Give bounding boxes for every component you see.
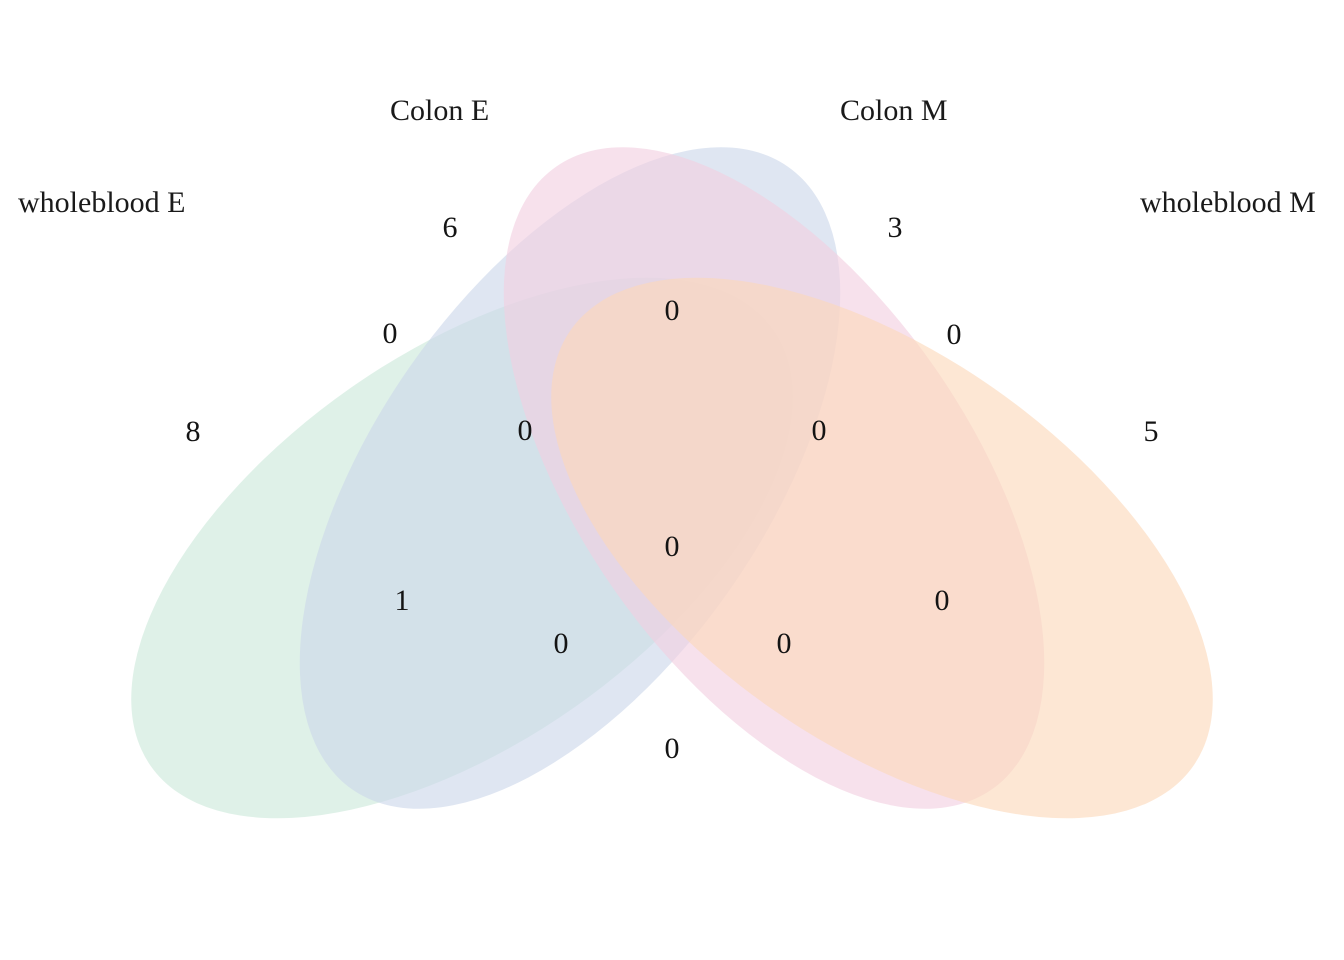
region-count-bcd: 0 bbox=[811, 414, 827, 447]
region-count-acd: 0 bbox=[553, 627, 569, 660]
region-count-b: 6 bbox=[442, 211, 458, 244]
region-count-abd: 0 bbox=[776, 627, 792, 660]
region-count-cd: 0 bbox=[946, 318, 962, 351]
region-count-ac: 1 bbox=[394, 584, 410, 617]
set-label-wholeblood-m: wholeblood M bbox=[1140, 186, 1316, 219]
region-count-abcd: 0 bbox=[664, 530, 680, 563]
region-count-ad: 0 bbox=[664, 732, 680, 765]
region-count-bd: 0 bbox=[934, 584, 950, 617]
ellipse-wholeblood-m bbox=[551, 277, 1213, 819]
set-label-wholeblood-e: wholeblood E bbox=[18, 186, 186, 219]
region-count-bc: 0 bbox=[664, 294, 680, 327]
region-count-d: 5 bbox=[1143, 415, 1159, 448]
region-count-c: 3 bbox=[887, 211, 903, 244]
venn-ellipse-group bbox=[131, 147, 1213, 819]
region-count-a: 8 bbox=[185, 415, 201, 448]
region-count-abc: 0 bbox=[517, 414, 533, 447]
region-count-ab: 0 bbox=[382, 317, 398, 350]
set-label-colon-m: Colon M bbox=[840, 94, 948, 127]
set-label-colon-e: Colon E bbox=[390, 94, 490, 127]
